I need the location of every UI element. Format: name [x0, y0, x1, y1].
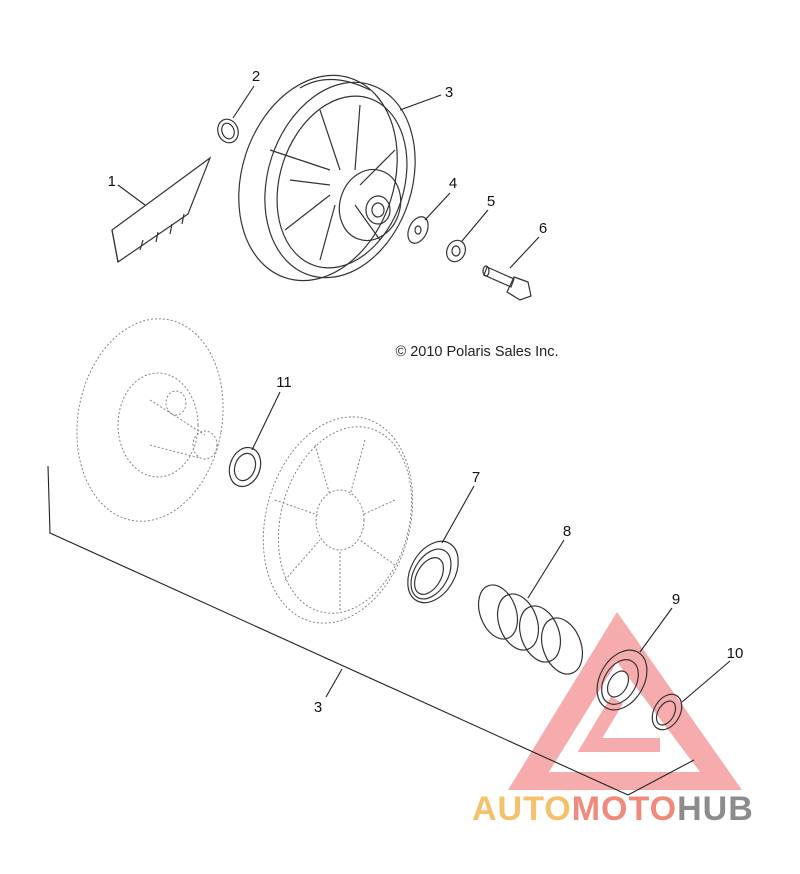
watermark-moto: MOTO [572, 790, 677, 828]
callout-labels: 1 2 3 4 5 6 11 7 8 9 10 3 [108, 68, 744, 716]
part-11-ring [228, 446, 262, 488]
part-5-washer [446, 239, 466, 263]
callout-8: 8 [563, 523, 571, 540]
callout-3-bottom: 3 [314, 699, 322, 716]
part-9-plate [596, 649, 648, 711]
watermark-hub: HUB [677, 790, 754, 828]
copyright-notice: © 2010 Polaris Sales Inc. [395, 344, 558, 360]
part-1-weight [111, 156, 212, 264]
callout-2: 2 [252, 68, 260, 85]
part-10-ring [651, 693, 683, 731]
callout-1: 1 [108, 173, 116, 190]
callout-10: 10 [727, 645, 744, 662]
callout-7: 7 [472, 469, 480, 486]
part-8-spring [477, 584, 584, 675]
callout-6: 6 [539, 220, 547, 237]
watermark-auto: AUTO [472, 790, 572, 828]
callout-4: 4 [449, 175, 457, 192]
callout-9: 9 [672, 591, 680, 608]
part-4-washer [407, 216, 429, 244]
part-3-sheave [76, 318, 224, 522]
part-3-clutch-top [238, 74, 416, 282]
callout-11: 11 [276, 374, 292, 391]
callout-5: 5 [487, 193, 495, 210]
watermark-text: AUTOMOTOHUB [472, 790, 754, 828]
leader-lines [47, 85, 731, 796]
moveable-sheave [262, 416, 414, 624]
callout-3-top: 3 [445, 84, 453, 101]
part-2-ring [217, 118, 239, 144]
watermark-logo [508, 612, 742, 790]
part-7-seal [407, 540, 459, 604]
part-6-bolt [482, 265, 532, 301]
